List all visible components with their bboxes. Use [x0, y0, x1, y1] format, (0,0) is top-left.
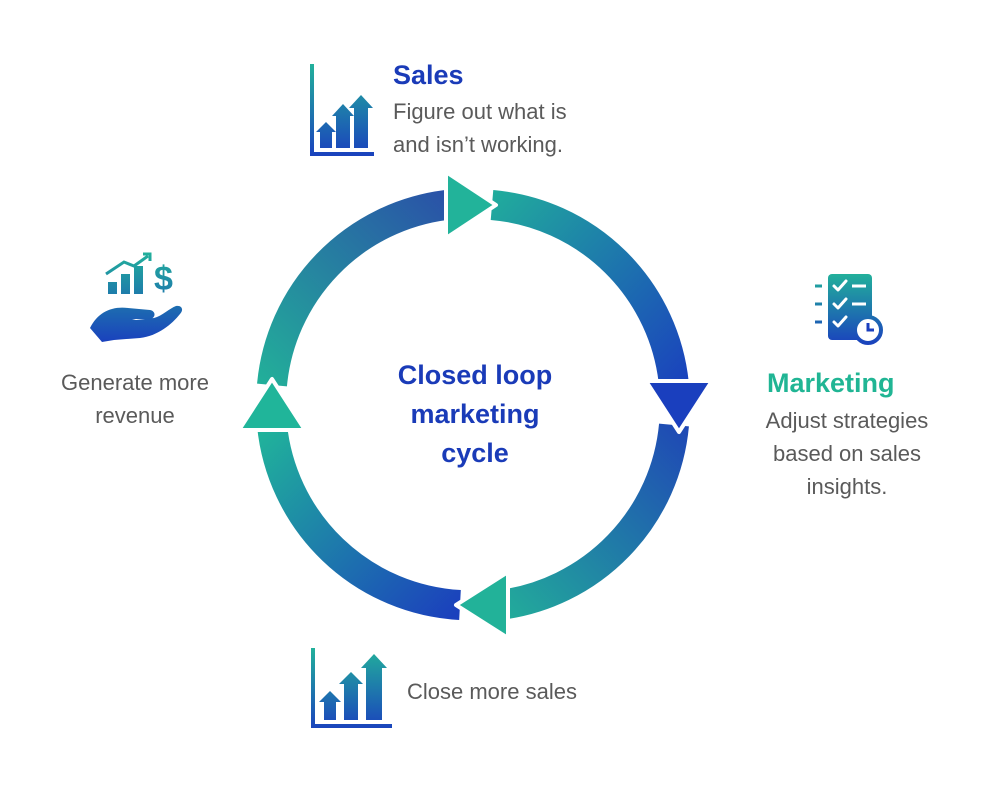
bar-chart-growth-icon: [311, 648, 392, 728]
arrowhead-right-icon: [444, 170, 498, 240]
revenue-desc-line-1: Generate more: [61, 370, 209, 395]
center-title-line-1: Closed loop: [397, 360, 553, 390]
cycle-arc-close-to-revenue: [257, 423, 461, 620]
close-sales-label: Close more sales: [407, 679, 577, 704]
marketing-desc-line-3: insights.: [806, 474, 888, 499]
bar-chart-growth-icon: [310, 64, 374, 156]
marketing-description: Adjust strategies based on sales insight…: [737, 404, 957, 503]
marketing-desc-line-1: Adjust strategies: [765, 408, 929, 433]
center-title-line-3: cycle: [441, 438, 509, 468]
marketing-title: Marketing: [767, 368, 895, 398]
revenue-description: Generate more revenue: [30, 366, 240, 432]
sales-title: Sales: [393, 60, 464, 90]
svg-text:$: $: [154, 260, 173, 298]
arrowhead-left-icon: [454, 570, 510, 640]
sales-desc-line-2: and isn’t working.: [393, 132, 563, 157]
revenue-desc-line-2: revenue: [95, 403, 175, 428]
arrowhead-down-icon: [644, 379, 714, 434]
sales-description: Figure out what is and isn’t working.: [393, 95, 567, 161]
center-title-line-2: marketing: [410, 399, 540, 429]
arrowhead-up-icon: [237, 377, 307, 432]
sales-desc-line-1: Figure out what is: [393, 99, 567, 124]
cycle-arc-marketing-to-close: [497, 423, 689, 620]
checklist-clock-icon: [815, 274, 883, 345]
center-title: Closed loop marketing cycle: [370, 356, 580, 473]
marketing-desc-line-2: based on sales: [773, 441, 921, 466]
cycle-arc-revenue-to-sales: [257, 190, 449, 387]
hand-money-growth-icon: $: [90, 252, 183, 342]
cycle-arc-sales-to-marketing: [490, 190, 689, 387]
